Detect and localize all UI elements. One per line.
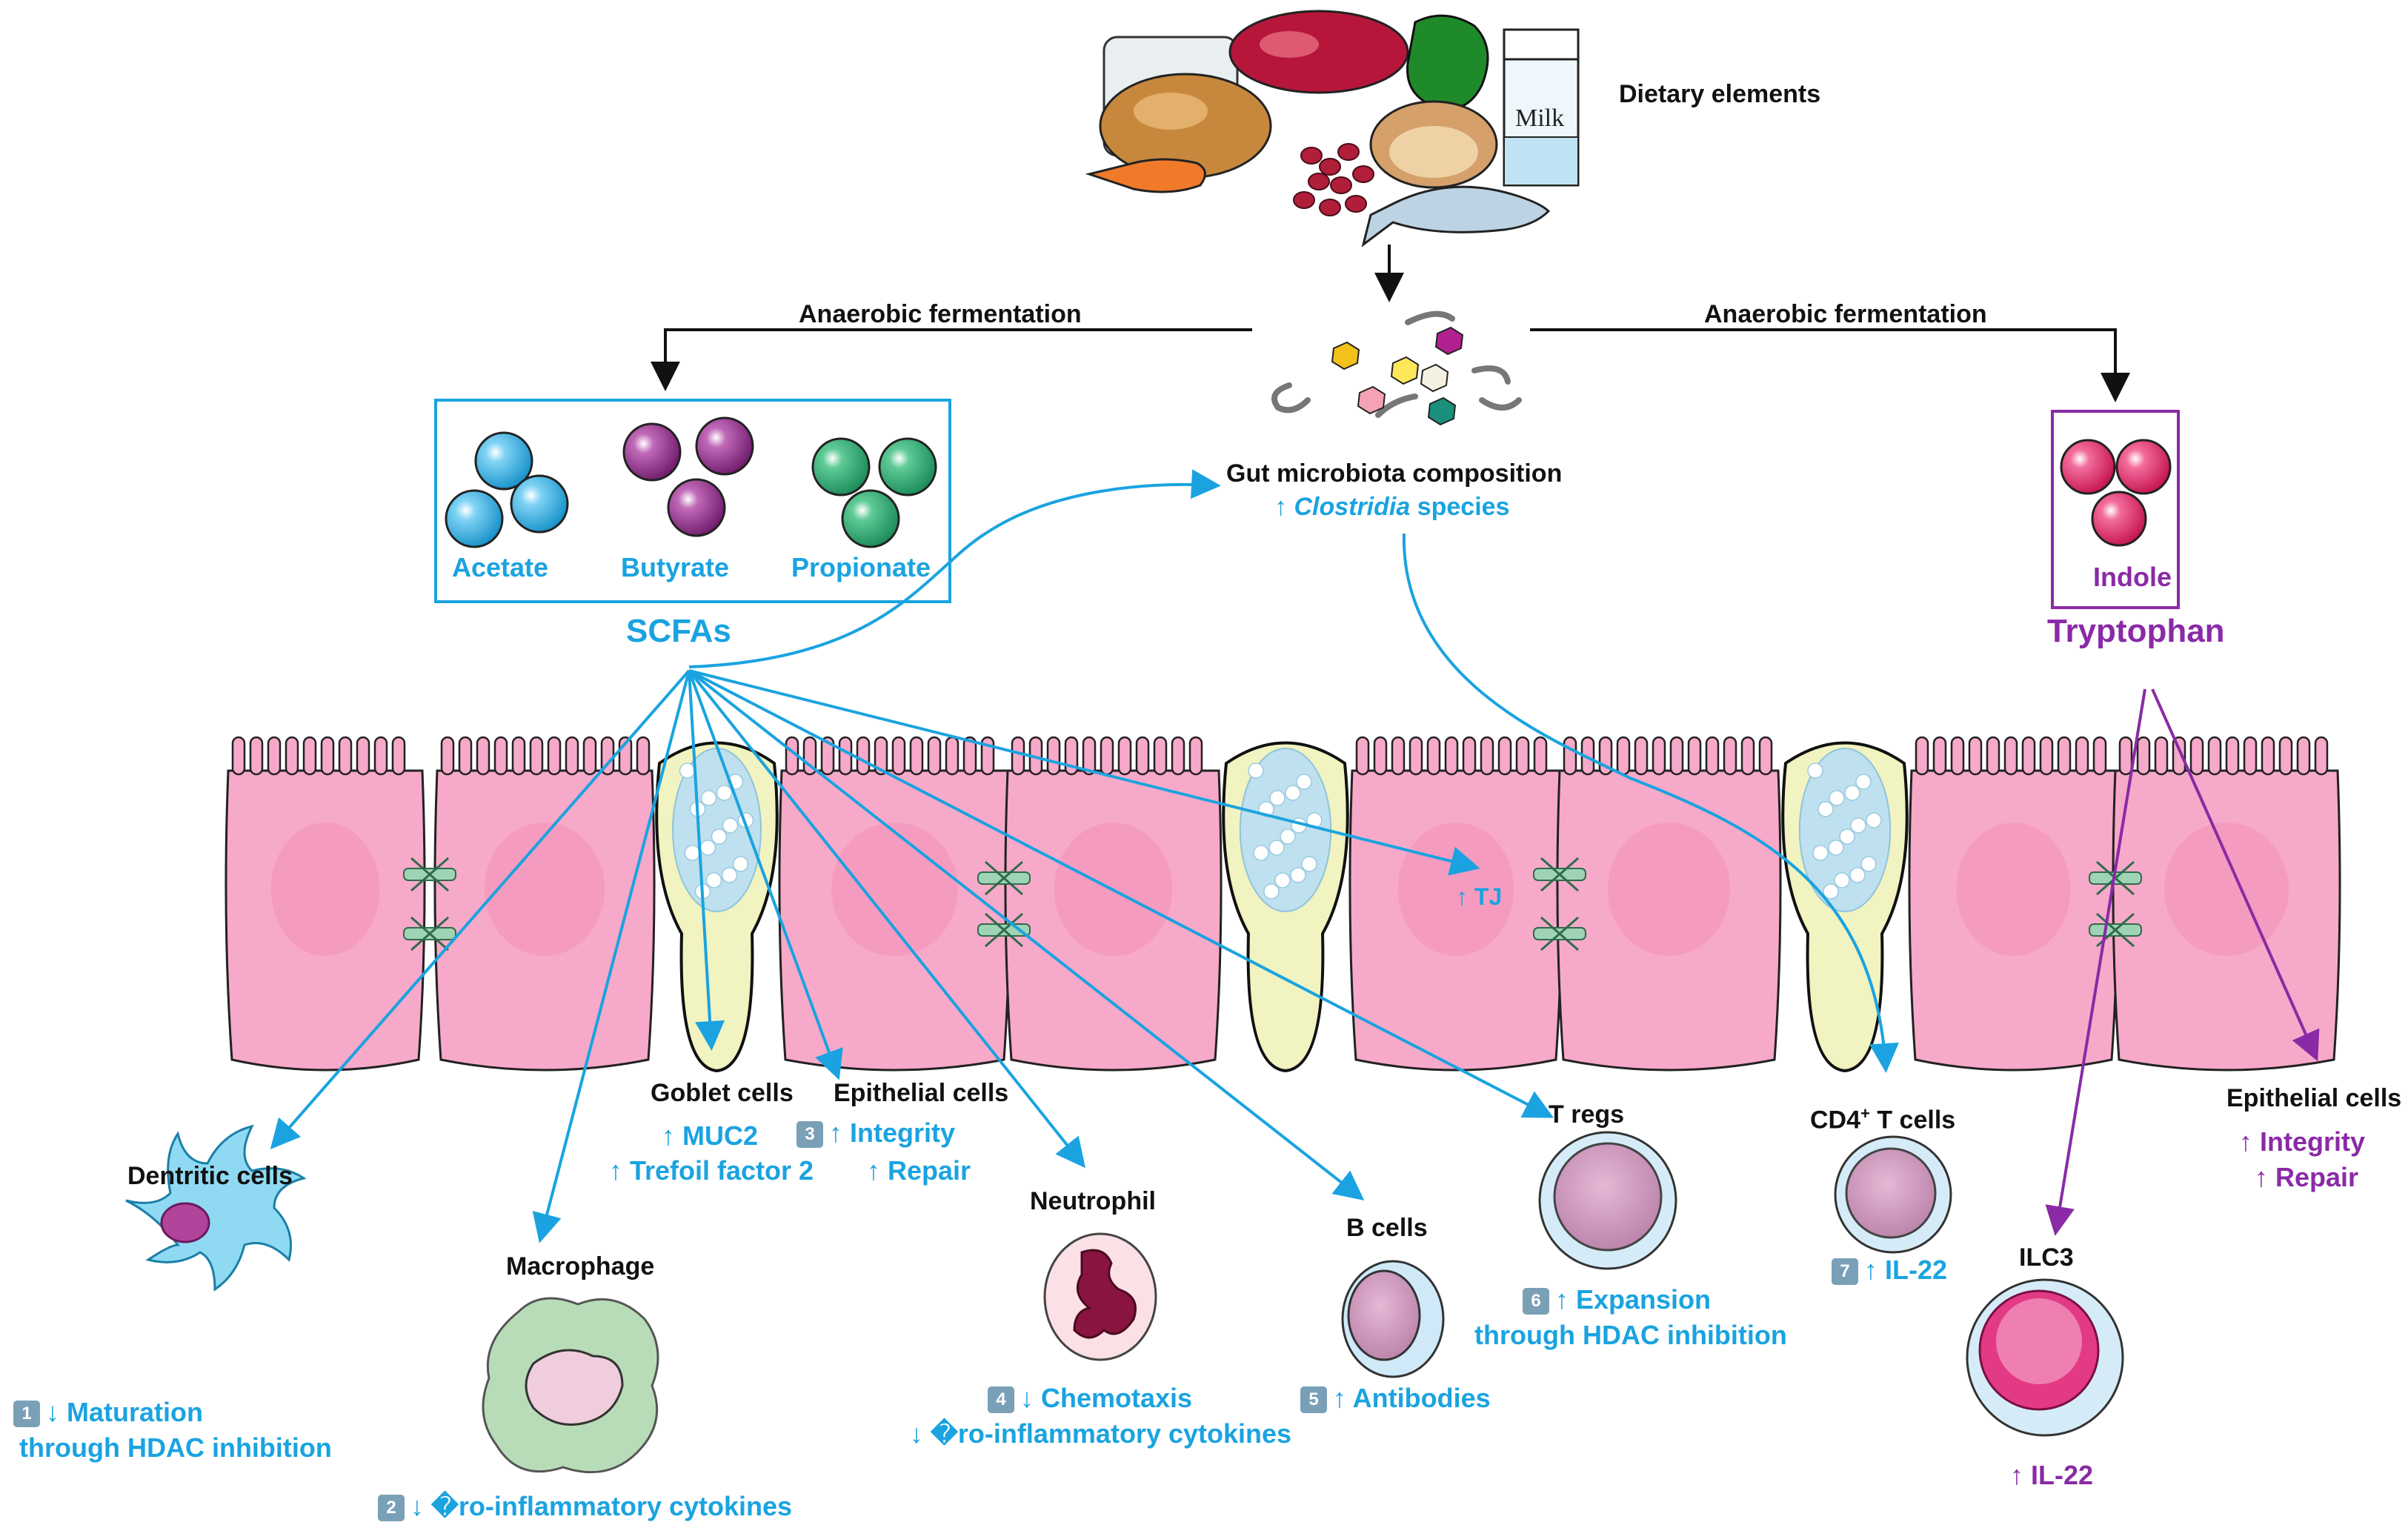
- dendritic-effect-line1: 1↓ Maturation: [13, 1397, 203, 1428]
- number-badge-7: 7: [1832, 1258, 1858, 1286]
- scfa-arrow: [532, 670, 691, 1243]
- tight-junctions: [403, 857, 2142, 951]
- tight-junction: [1533, 857, 1586, 892]
- scfa-arrow: [688, 670, 843, 1080]
- butyrate-molecules: [622, 416, 754, 537]
- scfa-arrow: [270, 669, 691, 1150]
- arrow-tryptophan-to-ilc3: [2045, 688, 2146, 1236]
- goblet-cell: [1222, 741, 1349, 1073]
- arrow-scfa-to-microbiota: [688, 469, 1221, 668]
- arrow-fermentation-right: [1530, 328, 2130, 402]
- indole-box: [2051, 410, 2180, 609]
- milk-carton-label: Milk: [1515, 104, 1564, 132]
- tryptophan-label: Tryptophan: [2047, 613, 2225, 649]
- scfa-arrow: [688, 669, 1480, 876]
- gut-microbiota-subtitle: ↑ Clostridia species: [1274, 493, 1509, 522]
- scfa-arrow: [688, 669, 1085, 1169]
- dendritic-cell-illustration: [125, 1124, 307, 1292]
- dendritic-effect-line2: through HDAC inhibition: [19, 1432, 332, 1463]
- gut-microbiota-title: Gut microbiota composition: [1226, 459, 1563, 488]
- scfa-effect-arrows: [270, 669, 1554, 1243]
- tight-junction: [403, 857, 456, 892]
- cd4-t-cells-title: CD4+ T cells: [1810, 1104, 1956, 1135]
- epithelial-cell: [1556, 736, 1782, 1072]
- goblet-cell: [655, 741, 779, 1073]
- arrow-tryptophan-to-epithelium: [2151, 688, 2320, 1062]
- ilc3-title: ILC3: [2019, 1243, 2074, 1272]
- epithelium: [224, 736, 2341, 1073]
- epithelial-cell: [433, 736, 656, 1072]
- gut-sub-italic: Clostridia: [1294, 493, 1411, 521]
- number-badge-4: 4: [988, 1386, 1014, 1414]
- tight-junction-label: ↑ TJ: [1456, 883, 1503, 910]
- treg-illustration: [1538, 1131, 1677, 1270]
- microbiota-illustration: [1271, 310, 1522, 426]
- number-badge-3: 3: [796, 1121, 823, 1149]
- tight-junction: [1533, 916, 1586, 951]
- arrow-fermentation-left: [651, 328, 1252, 391]
- dendritic-cells-title: Dentritic cells: [127, 1162, 293, 1190]
- b-cells-effect-line1: 5↑ Antibodies: [1300, 1383, 1491, 1414]
- neutrophil-effect-line2: ↓ �ro-inflammatory cytokines: [910, 1418, 1292, 1449]
- ilc3-illustration: [1966, 1278, 2124, 1437]
- scfa-arrow: [688, 669, 1554, 1118]
- epithelial-cell: [1004, 736, 1223, 1072]
- scfa-box: [434, 399, 951, 603]
- macrophage-title: Macrophage: [506, 1252, 655, 1280]
- fermentation-left-label: Anaerobic fermentation: [799, 300, 1082, 328]
- gut-sub-suffix: species: [1410, 493, 1510, 521]
- cd4-effect-line1: 7↑ IL-22: [1832, 1255, 1947, 1286]
- t-regs-effect-line1: 6↑ Expansion: [1523, 1284, 1711, 1315]
- b-cells-title: B cells: [1346, 1214, 1428, 1242]
- epithelial-cell: [224, 736, 426, 1072]
- neutrophil-title: Neutrophil: [1030, 1187, 1156, 1215]
- epithelial-cells-right-title: Epithelial cells: [2226, 1084, 2402, 1112]
- tight-junction: [977, 860, 1031, 896]
- t-regs-title: T regs: [1549, 1100, 1625, 1129]
- food-illustration: Milk: [1085, 10, 1580, 248]
- number-badge-1: 1: [13, 1401, 40, 1428]
- scfas-label: SCFAs: [626, 613, 731, 649]
- t-regs-effect-line2: through HDAC inhibition: [1474, 1320, 1787, 1350]
- neutrophil-illustration: [1043, 1232, 1157, 1361]
- epithelial-cell: [778, 736, 1011, 1072]
- goblet-effect-line1: ↑ MUC2: [662, 1120, 759, 1151]
- fermentation-right-label: Anaerobic fermentation: [1704, 300, 1987, 328]
- neutrophil-effect-line1: 4↓ Chemotaxis: [988, 1383, 1192, 1414]
- butyrate-label: Butyrate: [621, 552, 730, 582]
- number-badge-5: 5: [1300, 1386, 1327, 1414]
- tight-junction: [977, 912, 1031, 948]
- ilc3-effect-line1: ↑ IL-22: [2010, 1460, 2094, 1490]
- epithelial-cells-left-title: Epithelial cells: [834, 1079, 1009, 1107]
- epithelial-right-line1: ↑ Integrity: [2239, 1126, 2366, 1157]
- indole-molecules: [2060, 439, 2172, 547]
- scfa-arrow: [688, 669, 1365, 1200]
- arrow-microbiota-to-cd4: [1402, 533, 1899, 1073]
- goblet-cells-title: Goblet cells: [651, 1079, 794, 1107]
- macrophage-effect-line1: 2↓ �ro-inflammatory cytokines: [378, 1491, 792, 1522]
- epithelial-right-line2: ↑ Repair: [2255, 1162, 2359, 1192]
- propionate-label: Propionate: [791, 552, 931, 582]
- epithelial-left-line1: 3↑ Integrity: [796, 1117, 955, 1149]
- indole-label: Indole: [2093, 562, 2172, 592]
- number-badge-2: 2: [378, 1495, 405, 1522]
- cd4-t-cell-illustration: [1834, 1135, 1952, 1254]
- macrophage-illustration: [482, 1297, 659, 1474]
- dietary-elements-label: Dietary elements: [1619, 80, 1821, 108]
- gut-sub-prefix: ↑: [1274, 493, 1294, 521]
- epithelial-cell: [2112, 736, 2341, 1072]
- tight-junction: [403, 916, 456, 951]
- acetate-molecules: [445, 431, 569, 548]
- goblet-cell: [1781, 741, 1909, 1073]
- scfa-arrow: [688, 670, 725, 1051]
- goblet-effect-line2: ↑ Trefoil factor 2: [609, 1155, 814, 1186]
- number-badge-6: 6: [1523, 1288, 1549, 1315]
- b-cell-illustration: [1341, 1260, 1445, 1378]
- acetate-label: Acetate: [452, 552, 549, 582]
- propionate-molecules: [811, 437, 937, 548]
- epithelial-cell: [1908, 736, 2119, 1072]
- epithelial-left-line2: ↑ Repair: [867, 1155, 971, 1186]
